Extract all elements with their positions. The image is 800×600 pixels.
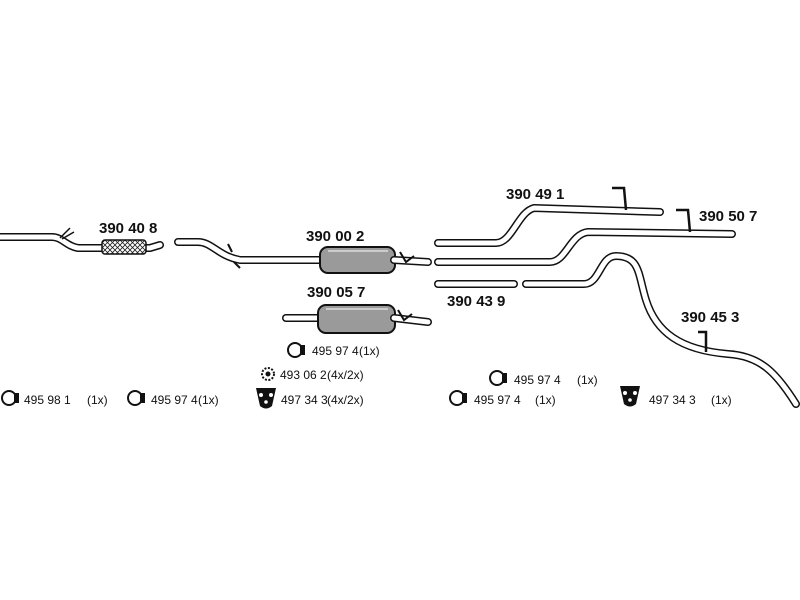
accessory-quantity: (1x) <box>535 393 556 407</box>
part-number-middle-silencer-alt[interactable]: 390 05 7 <box>307 284 365 301</box>
front-pipe-390-40-8[interactable] <box>0 227 164 255</box>
accessory-part-number: 495 97 4 <box>312 344 359 358</box>
accessory-quantity: (4x/2x) <box>327 393 364 407</box>
accessory-part-number: 497 34 3 <box>649 393 696 407</box>
clamp-icon <box>127 390 145 406</box>
clamp-icon <box>449 390 467 406</box>
accessory-quantity: (1x) <box>711 393 732 407</box>
accessory-part-number: 495 97 4 <box>474 393 521 407</box>
accessory-quantity: (1x) <box>359 344 380 358</box>
accessory-part-number: 495 98 1 <box>24 393 71 407</box>
accessory-quantity: (1x) <box>87 393 108 407</box>
accessory-part-number: 493 06 2 <box>280 368 327 382</box>
middle-silencer-390-00-2[interactable] <box>174 238 432 274</box>
part-number-tail-middle[interactable]: 390 43 9 <box>447 293 505 310</box>
accessory-quantity: (1x) <box>577 373 598 387</box>
rubber-mount-icon <box>256 388 276 409</box>
gasket-ring-icon <box>261 367 275 381</box>
clamp-icon <box>287 342 305 358</box>
tail-pipe-390-50-7[interactable] <box>434 208 736 266</box>
tail-pipe-390-49-1[interactable] <box>434 186 664 247</box>
part-number-middle-silencer[interactable]: 390 00 2 <box>306 228 364 245</box>
accessory-part-number: 495 97 4 <box>151 393 198 407</box>
rubber-mount-icon <box>620 386 640 407</box>
clamp-icon <box>1 390 19 406</box>
accessory-clamp[interactable]: 495 97 4 (1x) <box>449 390 556 407</box>
accessory-quantity: (4x/2x) <box>327 368 364 382</box>
accessory-clamp[interactable]: 495 97 4 (1x) <box>489 370 598 387</box>
part-number-tail-lower[interactable]: 390 45 3 <box>681 309 739 326</box>
part-number-front-pipe[interactable]: 390 40 8 <box>99 220 157 237</box>
flex-section <box>101 239 147 255</box>
accessory-rubber-mount[interactable]: 497 34 3 (4x/2x) <box>256 388 364 409</box>
clamp-icon <box>489 370 507 386</box>
accessory-part-number: 497 34 3 <box>281 393 328 407</box>
middle-silencer-390-05-7[interactable] <box>282 304 432 334</box>
tail-pipe-390-45-3[interactable] <box>522 252 800 408</box>
accessory-clamp[interactable]: 495 97 4 (1x) <box>287 342 380 358</box>
accessory-part-number: 495 97 4 <box>514 373 561 387</box>
accessory-clamp[interactable]: 495 97 4 (1x) <box>127 390 219 407</box>
accessory-quantity: (1x) <box>198 393 219 407</box>
accessory-rubber-mount[interactable]: 497 34 3 (1x) <box>620 386 732 407</box>
accessory-clamp[interactable]: 495 98 1 (1x) <box>1 390 108 407</box>
part-number-tail-upper[interactable]: 390 49 1 <box>506 186 564 203</box>
accessory-gasket[interactable]: 493 06 2 (4x/2x) <box>261 367 364 382</box>
part-number-tail-upper-right[interactable]: 390 50 7 <box>699 208 757 225</box>
